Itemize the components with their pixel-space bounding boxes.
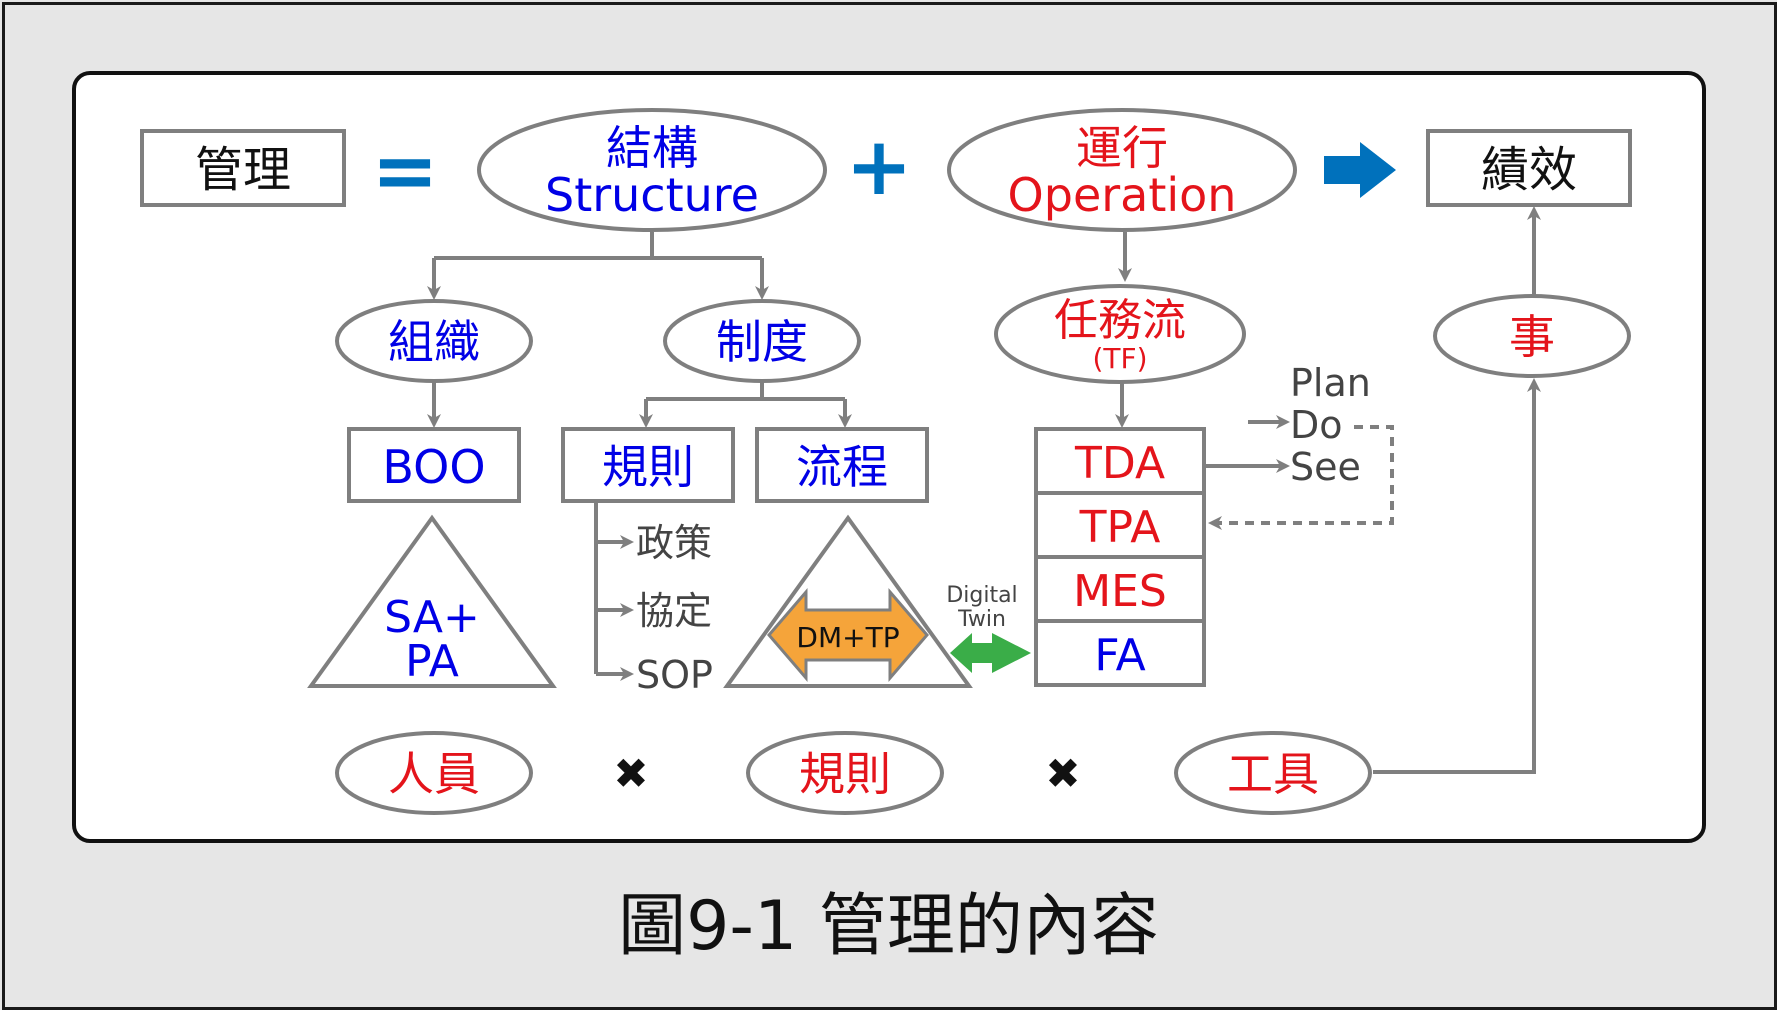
process-label: 流程	[796, 440, 888, 494]
affairs-label: 事	[1509, 310, 1555, 364]
see-label: See	[1290, 445, 1361, 489]
box-management: 管理	[140, 129, 346, 207]
box-performance: 績效	[1426, 129, 1632, 207]
dm-tp-label: DM+TP	[796, 621, 899, 654]
twin-label: Twin	[957, 607, 1006, 632]
management-label: 管理	[195, 142, 291, 198]
stack-item-tpa: TPA	[1079, 502, 1161, 553]
stack-item-tda: TDA	[1074, 438, 1165, 489]
tools-label: 工具	[1227, 747, 1319, 801]
connectors	[427, 206, 1541, 774]
oval-rules-bottom: 規則	[746, 731, 944, 815]
operation-en-label: Operation	[1008, 168, 1237, 222]
times-icon: ✖	[1045, 749, 1080, 798]
task-flow-abbr: (TF)	[1092, 342, 1147, 375]
oval-task-flow: 任務流 (TF)	[994, 284, 1246, 384]
result-arrow-icon	[1324, 142, 1396, 198]
stack-item-mes: MES	[1073, 566, 1167, 617]
oval-structure: 結構 Structure	[477, 108, 827, 232]
times-icon: ✖	[613, 749, 648, 798]
agreement-label: 協定	[636, 589, 712, 633]
box-rules: 規則	[561, 427, 735, 503]
people-label: 人員	[388, 747, 480, 801]
stack-item-fa: FA	[1094, 630, 1145, 681]
oval-operation: 運行 Operation	[947, 108, 1297, 232]
oval-system: 制度	[663, 299, 861, 383]
oval-affairs: 事	[1433, 294, 1631, 378]
do-label: Do	[1290, 403, 1343, 447]
stack-table: TDA TPA MES FA	[1034, 427, 1206, 687]
triangle-dm-tp: DM+TP	[723, 514, 973, 688]
figure-caption: 圖9-1 管理的內容	[618, 887, 1159, 966]
policy-label: 政策	[636, 521, 712, 565]
performance-label: 績效	[1481, 142, 1577, 198]
oval-organization: 組織	[335, 299, 533, 383]
digital-twin-double-arrow-icon	[950, 633, 1031, 673]
task-flow-label: 任務流	[1054, 295, 1186, 346]
box-boo: BOO	[347, 427, 521, 503]
rules-bottom-label: 規則	[799, 747, 891, 801]
triangle-sa-pa: SA+ PA	[307, 514, 557, 688]
plan-label: Plan	[1290, 361, 1371, 405]
rules-label: 規則	[602, 440, 694, 494]
oval-tools: 工具	[1174, 731, 1372, 815]
equals-sign: =	[371, 124, 438, 217]
structure-en-label: Structure	[545, 168, 759, 222]
dm-tp-double-arrow-icon	[767, 587, 929, 683]
boo-label: BOO	[382, 440, 485, 494]
box-process: 流程	[755, 427, 929, 503]
sop-label: SOP	[636, 653, 713, 697]
operation-cn-label: 運行	[1076, 121, 1168, 175]
system-label: 制度	[716, 315, 808, 369]
sa-pa-line1: SA+	[384, 592, 480, 643]
oval-people: 人員	[335, 731, 533, 815]
plus-sign: +	[845, 120, 912, 213]
organization-label: 組織	[388, 315, 480, 369]
structure-cn-label: 結構	[606, 121, 698, 175]
sa-pa-line2: PA	[405, 636, 459, 687]
digital-label: Digital	[946, 583, 1017, 608]
